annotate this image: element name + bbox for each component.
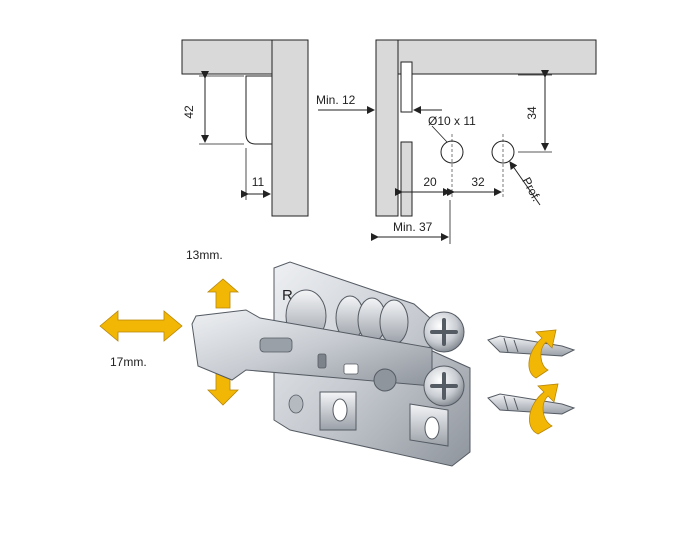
rotate-arrow-upper-icon [528,329,557,379]
cabinet-top-panel [181,39,273,75]
screw-head-lower [423,365,465,407]
arrow-left-right-icon [99,310,183,342]
hinge-illustration: 13mm. 17mm. R [99,248,576,467]
cabinet-side-panel [271,39,309,217]
top-right-drawing: Min. 12 Ø10 x 11 34 20 32 Prof. Min. 37 [316,39,597,244]
dowel-lower [487,393,576,415]
horizontal-adjust-label: 17mm. [110,355,147,369]
drill-guide-strip-upper [400,61,413,113]
arrow-up-icon [206,278,240,309]
door-side-panel [375,39,399,217]
mounting-slots [288,391,449,447]
screw-head-upper [423,311,465,353]
height-label: 42 [182,105,196,119]
drill-guide-strip-lower [400,141,413,217]
door-top-panel [375,39,597,75]
edge-offset-label: 20 [423,175,437,189]
side-mark: R [282,287,293,304]
vertical-adjust-label: 13mm. [186,248,223,262]
min-depth-label: Min. 37 [393,220,433,234]
depth-label: Prof. [519,175,543,204]
width-label: 11 [252,175,265,189]
mounting-plate-outline [245,75,273,145]
hole-spacing-label: 32 [471,175,485,189]
min-thickness-label: Min. 12 [316,93,356,107]
hole-size-label: Ø10 x 11 [428,114,476,128]
top-left-drawing: 42 11 [181,39,309,217]
hole-height-label: 34 [525,106,539,120]
dowel-upper [487,335,576,357]
rotate-arrow-lower-icon [529,383,559,435]
hinge-arm [191,309,433,387]
